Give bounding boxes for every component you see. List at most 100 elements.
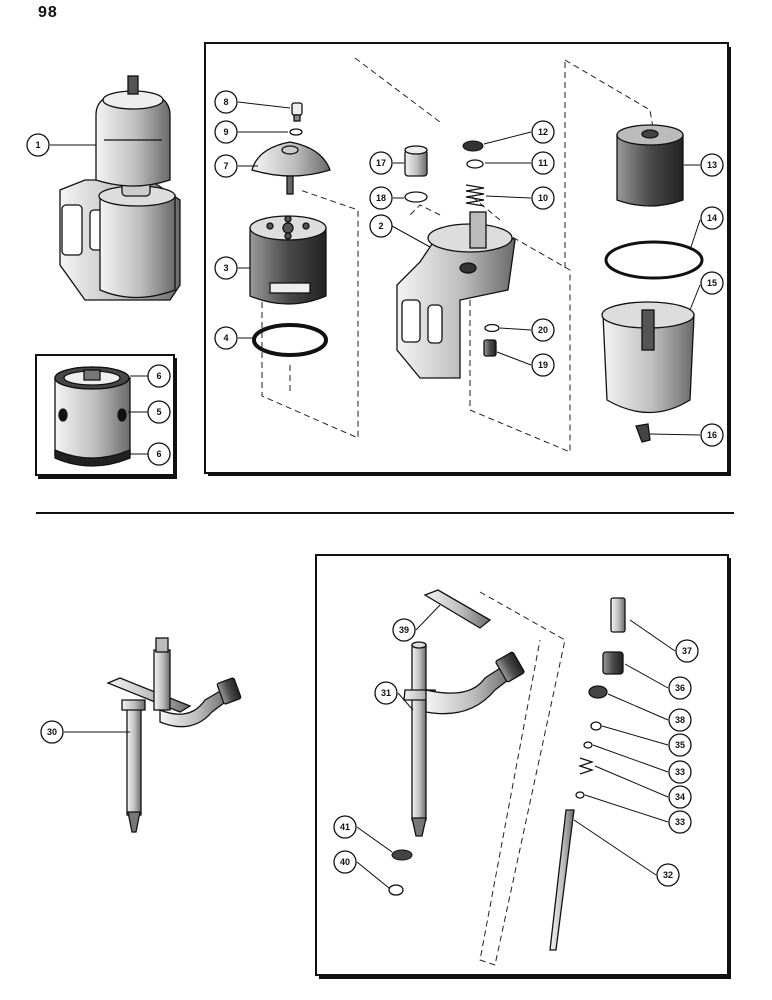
part-washer-35 <box>590 721 602 731</box>
leader-lines-bottom <box>64 604 676 889</box>
callout-3: 3 <box>214 256 238 280</box>
callout-11: 11 <box>531 151 555 175</box>
svg-text:38: 38 <box>675 715 685 725</box>
part-washer-41 <box>391 849 413 861</box>
svg-text:14: 14 <box>707 213 717 223</box>
svg-text:18: 18 <box>376 193 386 203</box>
part-seal <box>462 140 484 152</box>
callout-37: 37 <box>675 639 699 663</box>
callout-1: 1 <box>26 133 50 157</box>
svg-text:17: 17 <box>376 158 386 168</box>
svg-text:35: 35 <box>675 740 685 750</box>
callout-10: 10 <box>531 186 555 210</box>
part-bowl-gasket <box>604 240 704 280</box>
part-nut-38 <box>588 685 608 699</box>
callout-15: 15 <box>700 271 724 295</box>
part-washer-33-upper <box>583 741 593 749</box>
page-number: 98 <box>38 4 58 21</box>
fuel-filter-assembly <box>59 75 181 301</box>
part-cap-37 <box>610 597 626 633</box>
callout-36: 36 <box>668 676 692 700</box>
element-inset-box <box>35 354 177 479</box>
callout-34: 34 <box>668 785 692 809</box>
svg-text:5: 5 <box>156 407 161 417</box>
callout-33-upper: 33 <box>668 760 692 784</box>
svg-text:10: 10 <box>538 193 548 203</box>
part-filter-cover <box>251 141 331 195</box>
svg-text:8: 8 <box>223 97 228 107</box>
part-spring <box>465 184 485 207</box>
svg-text:37: 37 <box>682 646 692 656</box>
svg-text:32: 32 <box>663 870 673 880</box>
svg-text:6: 6 <box>156 449 161 459</box>
callout-18: 18 <box>369 186 393 210</box>
svg-text:19: 19 <box>538 360 548 370</box>
svg-text:41: 41 <box>340 822 350 832</box>
svg-text:33: 33 <box>675 767 685 777</box>
assembly-line-center <box>469 59 656 453</box>
svg-text:1: 1 <box>35 140 40 150</box>
part-washer-33-lower <box>575 791 585 799</box>
part-washer <box>289 128 303 136</box>
leader-lines-top <box>50 101 701 455</box>
svg-text:39: 39 <box>399 625 409 635</box>
callout-6-lower: 6 <box>147 442 171 466</box>
svg-text:9: 9 <box>223 127 228 137</box>
callout-5: 5 <box>147 400 171 424</box>
part-spring-34 <box>577 757 595 775</box>
callout-17: 17 <box>369 151 393 175</box>
part-filter-element <box>249 215 327 305</box>
callout-32: 32 <box>656 863 680 887</box>
part-gasket <box>404 191 428 203</box>
svg-text:34: 34 <box>675 792 685 802</box>
callout-4: 4 <box>214 326 238 350</box>
svg-text:30: 30 <box>47 727 57 737</box>
callout-2: 2 <box>369 214 393 238</box>
callout-16: 16 <box>700 423 724 447</box>
assembly-line-injector <box>479 591 566 966</box>
callout-20: 20 <box>531 318 555 342</box>
callout-9: 9 <box>214 120 238 144</box>
part-plug <box>404 145 428 177</box>
svg-text:13: 13 <box>707 160 717 170</box>
injector-assembly <box>106 637 242 833</box>
svg-text:3: 3 <box>223 263 228 273</box>
svg-text:6: 6 <box>156 371 161 381</box>
part-cartridge <box>616 124 684 207</box>
part-filter-bowl <box>601 301 695 414</box>
svg-text:20: 20 <box>538 325 548 335</box>
callout-35: 35 <box>668 733 692 757</box>
svg-text:31: 31 <box>381 688 391 698</box>
svg-text:16: 16 <box>707 430 717 440</box>
assembly-line-right <box>409 62 566 268</box>
svg-text:40: 40 <box>340 857 350 867</box>
callout-6-upper: 6 <box>147 364 171 388</box>
part-nut-36 <box>602 651 624 675</box>
svg-text:4: 4 <box>223 333 228 343</box>
callout-31: 31 <box>374 681 398 705</box>
part-bleed-screw <box>291 102 303 122</box>
svg-text:11: 11 <box>538 158 548 168</box>
part-nozzle-needle <box>549 809 575 951</box>
callout-13: 13 <box>700 153 724 177</box>
part-seal-40 <box>388 884 404 896</box>
callout-39: 39 <box>392 618 416 642</box>
svg-text:36: 36 <box>675 683 685 693</box>
callout-19: 19 <box>531 353 555 377</box>
callout-38: 38 <box>668 708 692 732</box>
svg-text:12: 12 <box>538 127 548 137</box>
part-injector <box>403 641 525 837</box>
part-washer-20 <box>484 323 500 333</box>
svg-text:15: 15 <box>707 278 717 288</box>
svg-text:2: 2 <box>378 221 383 231</box>
part-fitting-19 <box>483 339 497 357</box>
callout-12: 12 <box>531 120 555 144</box>
part-o-ring <box>252 323 328 357</box>
part-filter-head <box>396 211 516 379</box>
callout-7: 7 <box>214 154 238 178</box>
svg-text:7: 7 <box>223 161 228 171</box>
callout-40: 40 <box>333 850 357 874</box>
callout-30: 30 <box>40 720 64 744</box>
callout-8: 8 <box>214 90 238 114</box>
